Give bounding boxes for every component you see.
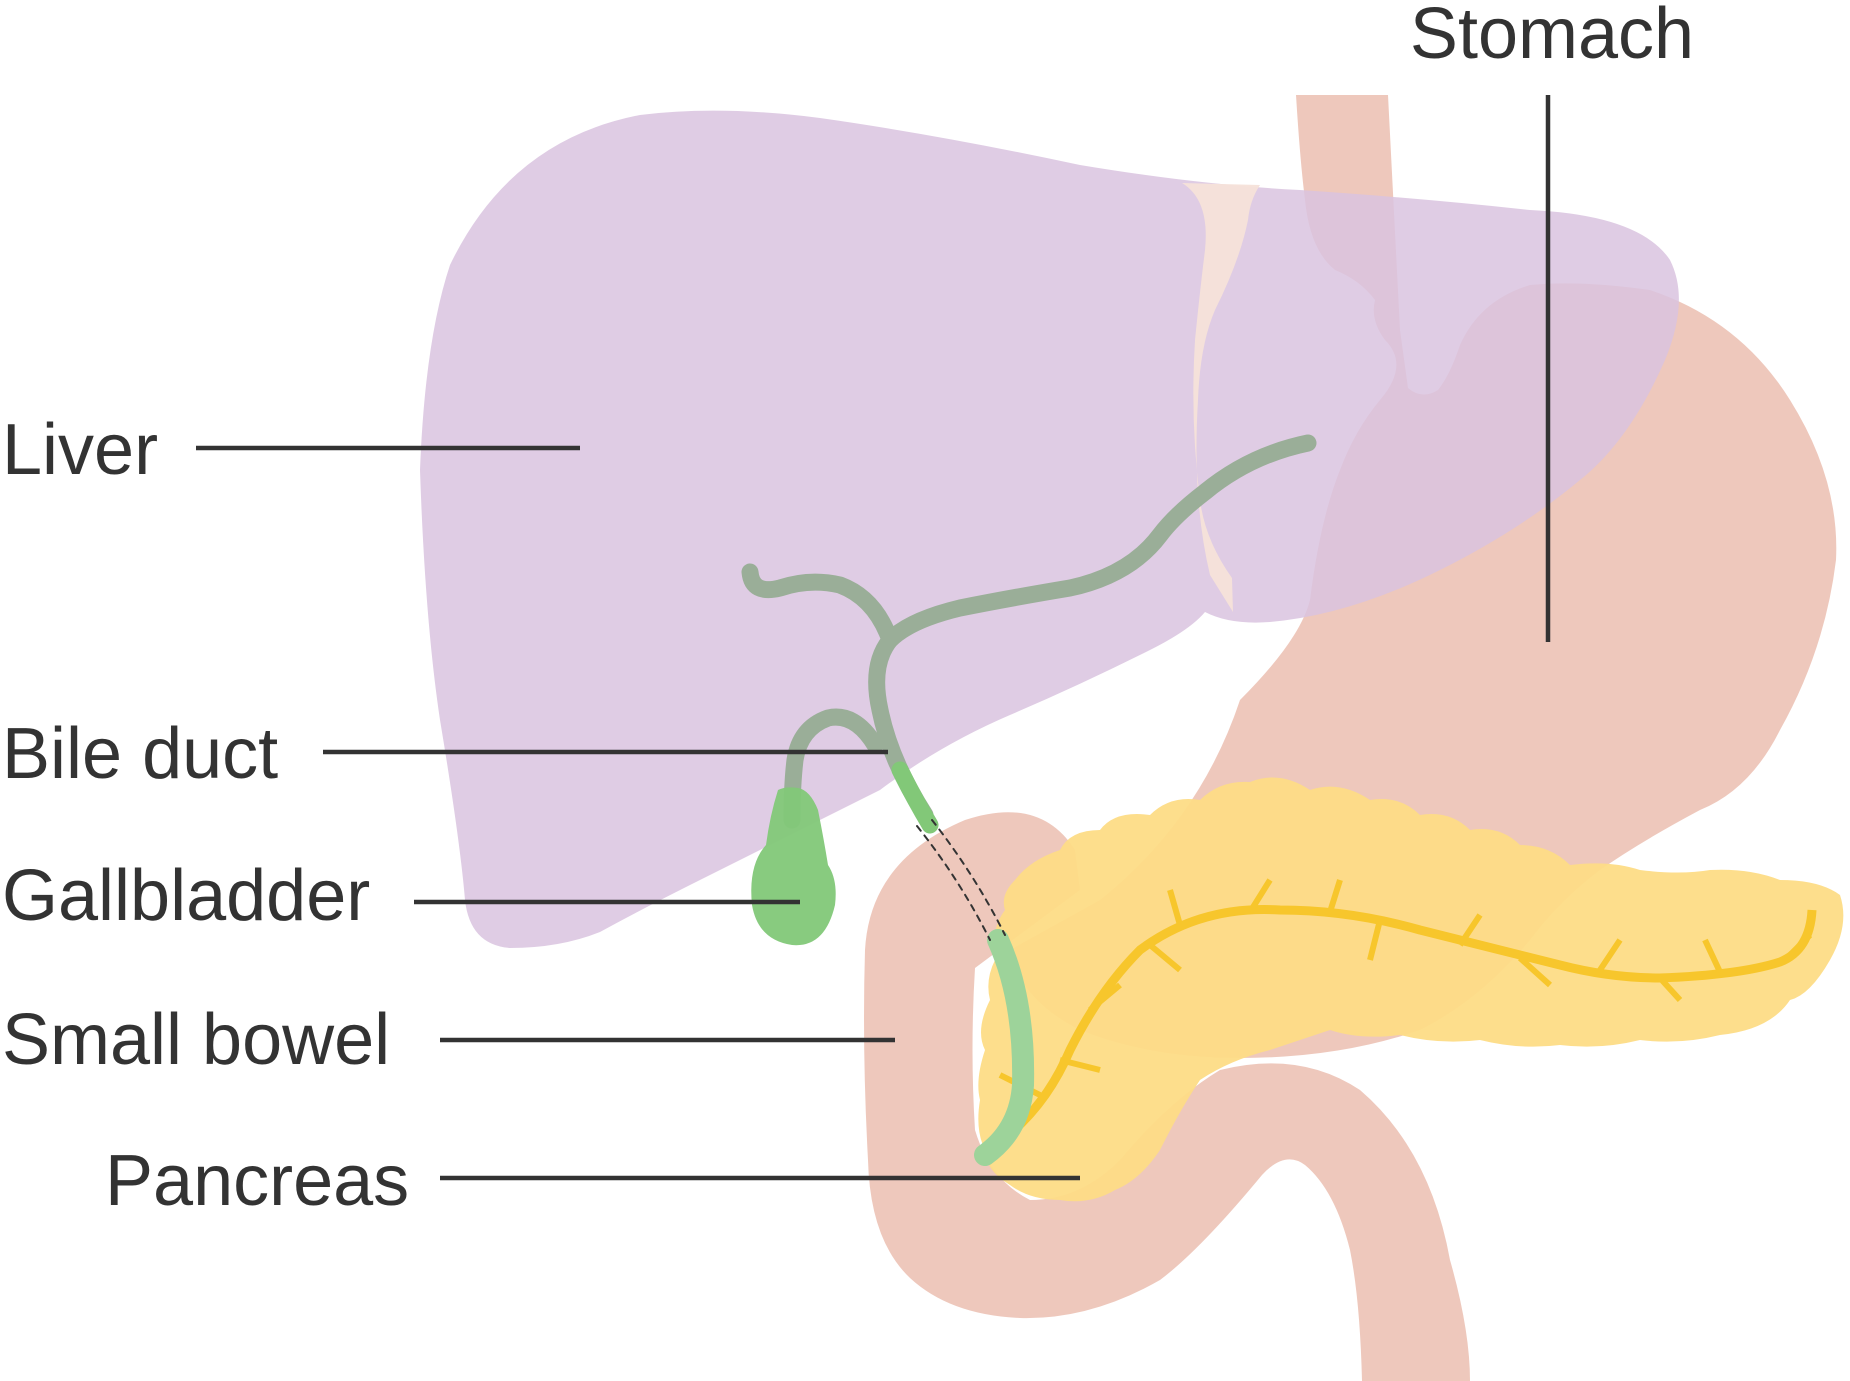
liver-shape [420, 110, 1679, 949]
pancreas-group [977, 777, 1844, 1202]
gallbladder-shape [751, 787, 836, 946]
pancreas-shape [978, 777, 1844, 1202]
left-hepatic-duct [741, 563, 899, 649]
small-bowel-label: Small bowel [2, 1000, 390, 1080]
bile-duct-label: Bile duct [2, 714, 278, 794]
pancreatic-duct [977, 905, 1817, 1159]
common-hepatic-duct [868, 434, 1317, 824]
duct-hidden-segment [916, 819, 1006, 941]
small-bowel-shape [864, 812, 1470, 1381]
pancreas-label: Pancreas [105, 1141, 409, 1221]
common-bile-duct [891, 761, 939, 834]
liver-label: Liver [2, 410, 158, 490]
gallbladder-label: Gallbladder [2, 856, 370, 936]
common-bile-duct-lower [974, 929, 1035, 1166]
stomach-label: Stomach [1410, 0, 1694, 74]
falciform-ligament [1182, 183, 1260, 612]
